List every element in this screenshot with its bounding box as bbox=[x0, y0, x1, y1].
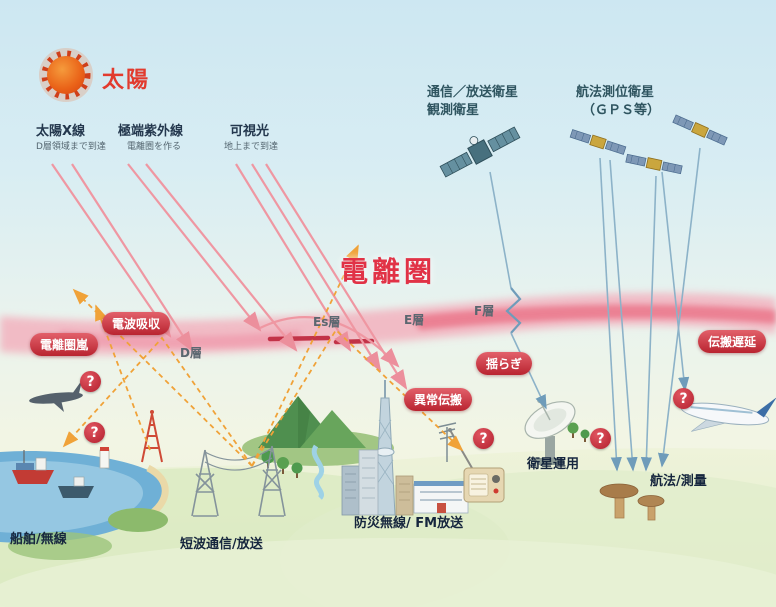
question-badge-fm: ? bbox=[473, 428, 494, 449]
airliner bbox=[680, 397, 776, 432]
comm-satellite bbox=[439, 126, 521, 178]
question-badge-ship: ? bbox=[84, 422, 105, 443]
gps-satellite-1 bbox=[569, 129, 627, 155]
boat bbox=[58, 476, 94, 498]
satellite-dish bbox=[524, 398, 576, 465]
skytree-tower bbox=[374, 380, 396, 516]
badge-propagation-delay: 伝搬遅延 bbox=[698, 330, 767, 353]
gps-satellite-3 bbox=[672, 114, 728, 146]
transmission-towers bbox=[191, 445, 286, 517]
label-ships-radio: 船舶/無線 bbox=[10, 532, 67, 547]
ionosphere-title: 電離圏 bbox=[340, 255, 437, 288]
cargo-ship bbox=[12, 450, 54, 484]
ray-label-visible: 可視光 bbox=[230, 124, 270, 139]
ray-sub-euv: 電離圏を作る bbox=[127, 142, 182, 152]
question-badge-plane: ? bbox=[673, 388, 694, 409]
ray-label-euv: 極端紫外線 bbox=[118, 124, 184, 139]
comm-satellite-label-1: 通信／放送衛星 bbox=[427, 85, 519, 100]
ray-sub-xray: D層領域まで到達 bbox=[36, 142, 106, 152]
label-shortwave: 短波通信/放送 bbox=[180, 537, 263, 552]
sun-icon bbox=[39, 48, 93, 102]
mountains bbox=[242, 396, 394, 500]
label-disaster-fm: 防災無線/ FM放送 bbox=[354, 516, 464, 531]
badge-ionospheric-storm: 電離圏嵐 bbox=[30, 333, 99, 356]
badge-abnormal-propagation: 異常伝搬 bbox=[404, 388, 473, 411]
layer-label-e: E層 bbox=[404, 313, 425, 327]
radio-tower bbox=[141, 410, 163, 463]
gps-satellite-label-1: 航法測位衛星 bbox=[576, 85, 655, 100]
label-navigation-survey: 航法/測量 bbox=[650, 474, 707, 489]
layer-label-d: D層 bbox=[180, 346, 202, 360]
ray-sub-visible: 地上まで到達 bbox=[224, 142, 279, 152]
question-badge-survey: ? bbox=[590, 428, 611, 449]
yagi-antenna bbox=[437, 422, 457, 462]
gps-satellite-label-2: （ＧＰＳ等） bbox=[582, 103, 661, 118]
small-jet bbox=[29, 380, 83, 412]
layer-label-es: Es層 bbox=[313, 315, 341, 329]
label-satellite-ops: 衛星運用 bbox=[527, 457, 580, 472]
sun-label: 太陽 bbox=[102, 68, 151, 93]
gps-survey-antennas bbox=[599, 483, 665, 521]
layer-label-f: F層 bbox=[474, 304, 495, 318]
comm-satellite-label-2: 観測衛星 bbox=[427, 103, 480, 118]
badge-fluctuation: 揺らぎ bbox=[476, 352, 533, 375]
question-badge-jet: ? bbox=[80, 371, 101, 392]
badge-radio-absorption: 電波吸収 bbox=[102, 312, 171, 335]
solar-ray-arrows bbox=[51, 163, 408, 390]
ray-label-xray: 太陽X線 bbox=[36, 124, 86, 139]
gps-satellite-2 bbox=[625, 153, 683, 175]
